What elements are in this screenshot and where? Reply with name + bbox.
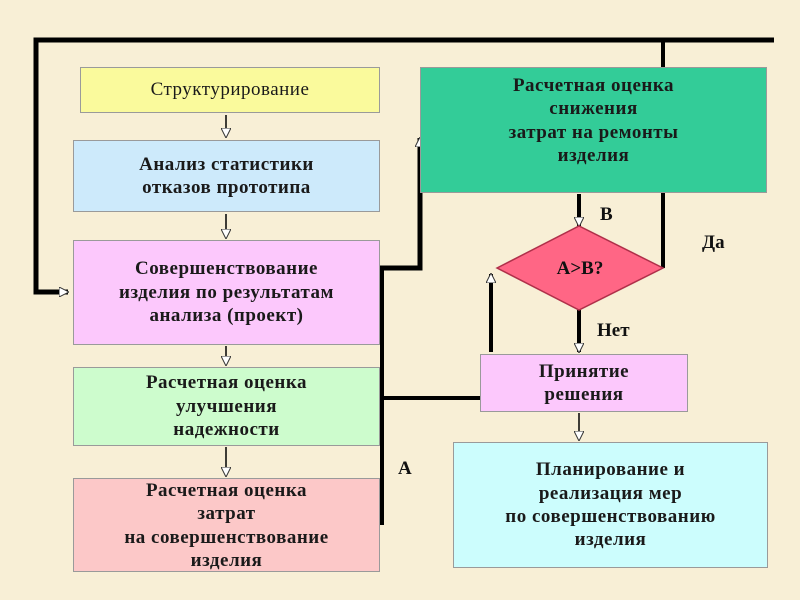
planning-box: Планирование и реализация мер по соверше…: [453, 442, 768, 568]
line-improvement-to-repair: [380, 138, 420, 271]
analysis-box: Анализ статистики отказов прототипа: [73, 140, 380, 212]
repair-cost-box: Расчетная оценка снижения затрат на ремо…: [420, 67, 767, 193]
structuring-box: Структурирование: [80, 67, 380, 113]
decision-diamond: [495, 225, 665, 311]
label-no: Нет: [597, 320, 630, 341]
label-a: А: [398, 458, 412, 479]
feedback-loop-line: [33, 37, 774, 292]
improvement-box: Совершенствование изделия по результатам…: [73, 240, 380, 345]
cost-box: Расчетная оценка затрат на совершенствов…: [73, 478, 380, 572]
decision-box: Принятие решения: [480, 354, 688, 412]
label-yes: Да: [702, 232, 725, 253]
decision-label: A>B?: [556, 258, 604, 279]
reliability-box: Расчетная оценка улучшения надежности: [73, 367, 380, 446]
label-b: В: [600, 204, 613, 225]
